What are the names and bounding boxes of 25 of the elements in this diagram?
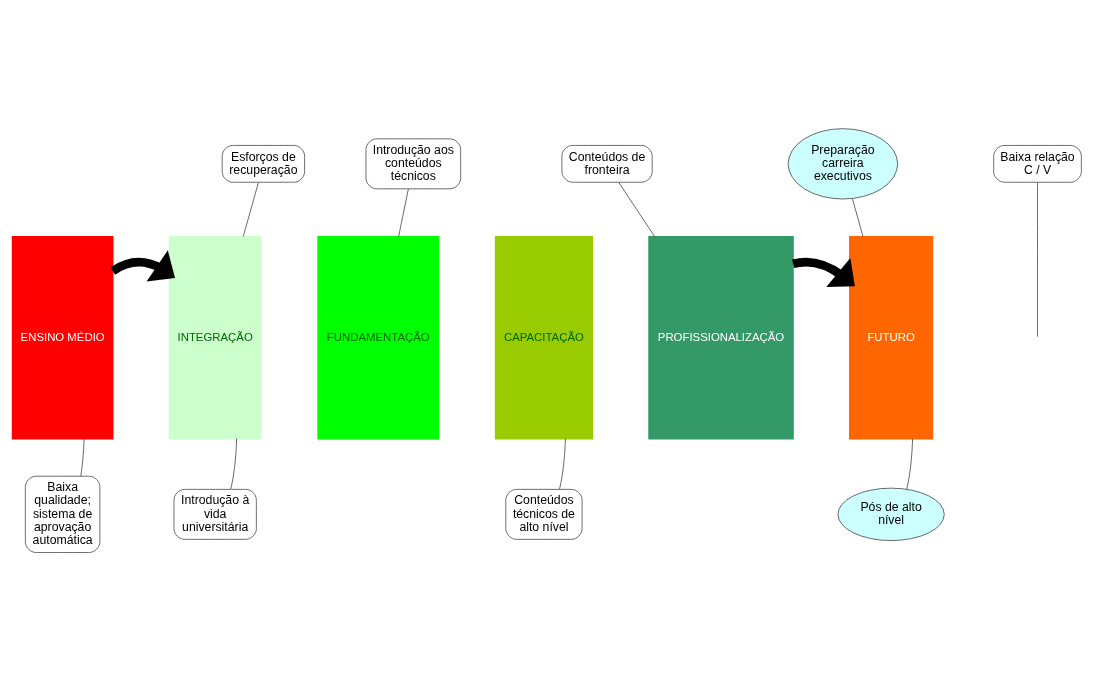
connector (242, 182, 259, 237)
connector (230, 438, 238, 490)
arrow (792, 257, 855, 288)
connector (80, 438, 85, 477)
node-box: ENSINO MÉDIO (11, 236, 114, 440)
node-box: Esforços de recuperação (221, 145, 306, 183)
node-ellipse: Pós de alto nível (837, 487, 945, 541)
node-box: Baixa qualidade; sistema de aprovação automática (24, 475, 101, 553)
node-box: PROFISSIONALIZAÇÃO (648, 236, 794, 440)
node-box: INTEGRAÇÃO (168, 236, 262, 440)
node-box: FUNDAMENTAÇÃO (317, 236, 440, 440)
node-box: Conteúdos técnicos de alto nível (505, 488, 583, 540)
connector (851, 198, 864, 238)
node-box: Baixa relação C / V (993, 145, 1082, 183)
connector (618, 182, 656, 237)
node-box: Introdução aos conteúdos técnicos (365, 138, 462, 190)
node-ellipse: Preparação carreira executivos (787, 128, 899, 200)
connector (398, 188, 409, 238)
connector (559, 438, 566, 490)
connector (906, 438, 914, 490)
connector (1037, 182, 1038, 338)
node-box: Introdução à vida universitária (173, 488, 257, 540)
node-box: Conteúdos de fronteira (561, 145, 653, 183)
node-box: CAPACITAÇÃO (494, 236, 594, 440)
node-box: FUTURO (849, 236, 934, 440)
